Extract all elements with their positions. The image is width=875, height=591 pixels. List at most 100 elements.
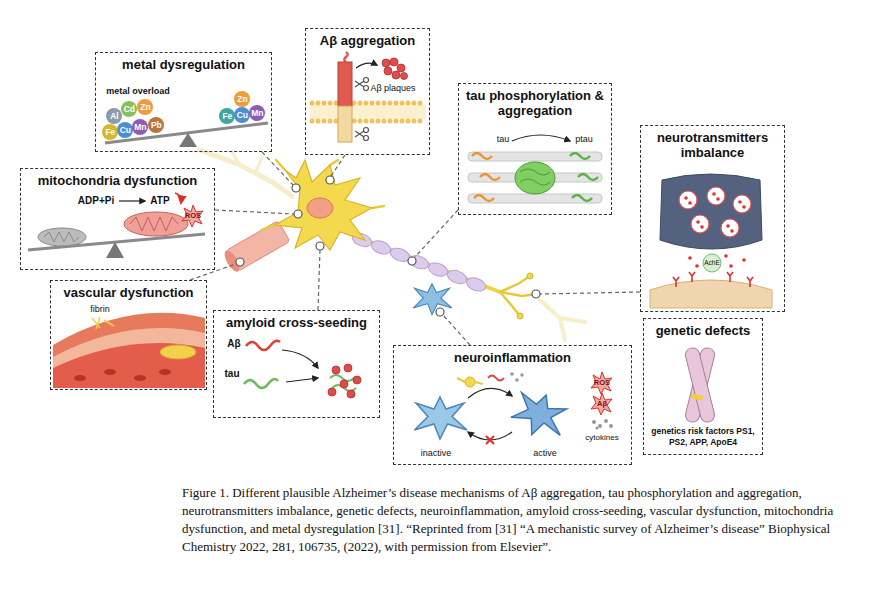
ion-symbol: Cu — [120, 126, 131, 135]
membrane-app — [312, 103, 425, 121]
figure-caption: Figure 1. Different plausible Alzheimer’… — [182, 484, 862, 556]
neuron-cell — [500, 292, 520, 316]
cross-seed-panel — [286, 378, 318, 382]
inflammation-panel — [515, 378, 519, 382]
figure-label: Aβ — [597, 400, 607, 409]
microtubule-panel — [472, 153, 492, 159]
cross-seed-panel — [328, 388, 336, 396]
membrane-app — [355, 78, 369, 141]
leader-line — [331, 155, 345, 176]
panel-body: genetics risk factors PS1, PS2, APP, Apo… — [648, 426, 758, 448]
leader-line — [415, 210, 458, 257]
synapse-panel — [742, 205, 746, 209]
cross-seed-panel — [246, 341, 280, 350]
synapse-panel — [650, 280, 772, 308]
seesaw-metal — [179, 133, 197, 147]
figure-label: Aβ — [227, 338, 240, 350]
mitochondria-panel — [28, 193, 205, 258]
microglia-cell — [413, 284, 452, 315]
microtubule-panel — [515, 162, 555, 194]
mitochondria-panel — [119, 200, 145, 201]
membrane-app — [401, 73, 408, 80]
panel-heading: Aβ aggregation — [306, 29, 429, 48]
panel-heading: neuroinflammation — [394, 346, 631, 365]
inflammation-panel — [520, 373, 524, 377]
inflammation-panel — [457, 378, 483, 384]
inflammation-panel — [591, 393, 612, 415]
microtubule-panel — [480, 174, 500, 180]
cross-seed-panel — [282, 350, 318, 368]
membrane-app — [397, 64, 405, 72]
mitochondria-panel — [106, 242, 124, 258]
ion-symbol: Cd — [124, 105, 135, 114]
faded-neuron — [540, 300, 585, 340]
synapse-panel — [673, 277, 679, 287]
synapse-panel — [707, 187, 725, 205]
microglia-cell — [413, 284, 452, 315]
membrane-app — [356, 63, 377, 68]
chromosome — [684, 346, 716, 423]
faded-neuron — [200, 150, 292, 196]
neuron-cell — [500, 276, 536, 316]
membrane-app — [338, 62, 352, 106]
synapse-panel — [684, 196, 688, 200]
membrane-app — [364, 136, 369, 141]
inflammation-panel — [488, 376, 504, 381]
microtubule-panel — [572, 195, 592, 201]
neuron-cell — [351, 231, 488, 294]
inflammation-panel — [510, 372, 524, 382]
inflammation-panel — [415, 372, 614, 444]
microtubule-panel — [578, 174, 598, 180]
membrane-app — [355, 131, 364, 137]
membrane-app — [382, 59, 390, 67]
metal-ion-circle: Zn — [137, 99, 153, 115]
inflammation-panel — [510, 372, 514, 376]
metal-ion-circle: Mn — [132, 119, 148, 135]
panel-heading: vascular dysfunction — [51, 281, 206, 300]
cross-seed-panel — [344, 364, 352, 372]
mitochondria-panel — [38, 228, 86, 246]
figure-label: ATP — [150, 195, 169, 207]
synapse-panel — [724, 254, 728, 258]
membrane-app — [382, 58, 408, 80]
microtubule-panel — [520, 169, 550, 185]
leader-dot — [292, 184, 300, 192]
faded-neuron — [232, 152, 262, 173]
leader-dot — [316, 242, 324, 250]
cross-seed-panel — [328, 364, 361, 398]
seesaw-metal — [105, 123, 268, 147]
ion-symbol: Zn — [237, 95, 247, 104]
leader-dot — [326, 176, 334, 184]
neuron-cell — [427, 260, 450, 278]
metal-ion-circle: Fe — [102, 124, 118, 140]
cross-seed-panel — [244, 379, 278, 388]
inflammation-panel — [592, 420, 596, 424]
inflammation-panel — [592, 419, 613, 430]
leader-dot — [294, 210, 302, 218]
neuron-cell — [500, 292, 536, 296]
vessel-section — [104, 369, 116, 375]
microtubule-panel — [472, 153, 500, 201]
vessel-section — [74, 369, 171, 381]
mitochondria-panel — [182, 205, 203, 227]
microtubule-panel — [512, 135, 570, 141]
microtubule-panel — [468, 152, 602, 161]
ion-symbol: Fe — [222, 112, 232, 121]
leader-line — [443, 315, 470, 345]
inflammation-panel — [591, 372, 612, 394]
inflammation-panel — [508, 386, 572, 443]
inflammation-panel — [465, 377, 475, 387]
microtubule-panel — [468, 135, 602, 203]
leader-line — [540, 292, 640, 294]
inflammation-panel — [468, 388, 512, 398]
figure-label: fibrin — [90, 304, 110, 314]
neuron-cell — [372, 206, 384, 208]
figure-label: ROS — [594, 379, 610, 388]
microtubule-panel — [570, 153, 590, 159]
metal-ion-circle: Cd — [121, 101, 137, 117]
mechanism-panel: genetic defectsgenetics risk factors PS1… — [643, 318, 763, 455]
metal-ion-circle: Mn — [249, 105, 265, 121]
vessel-section — [160, 345, 196, 359]
figure-label: AchE — [704, 259, 720, 266]
